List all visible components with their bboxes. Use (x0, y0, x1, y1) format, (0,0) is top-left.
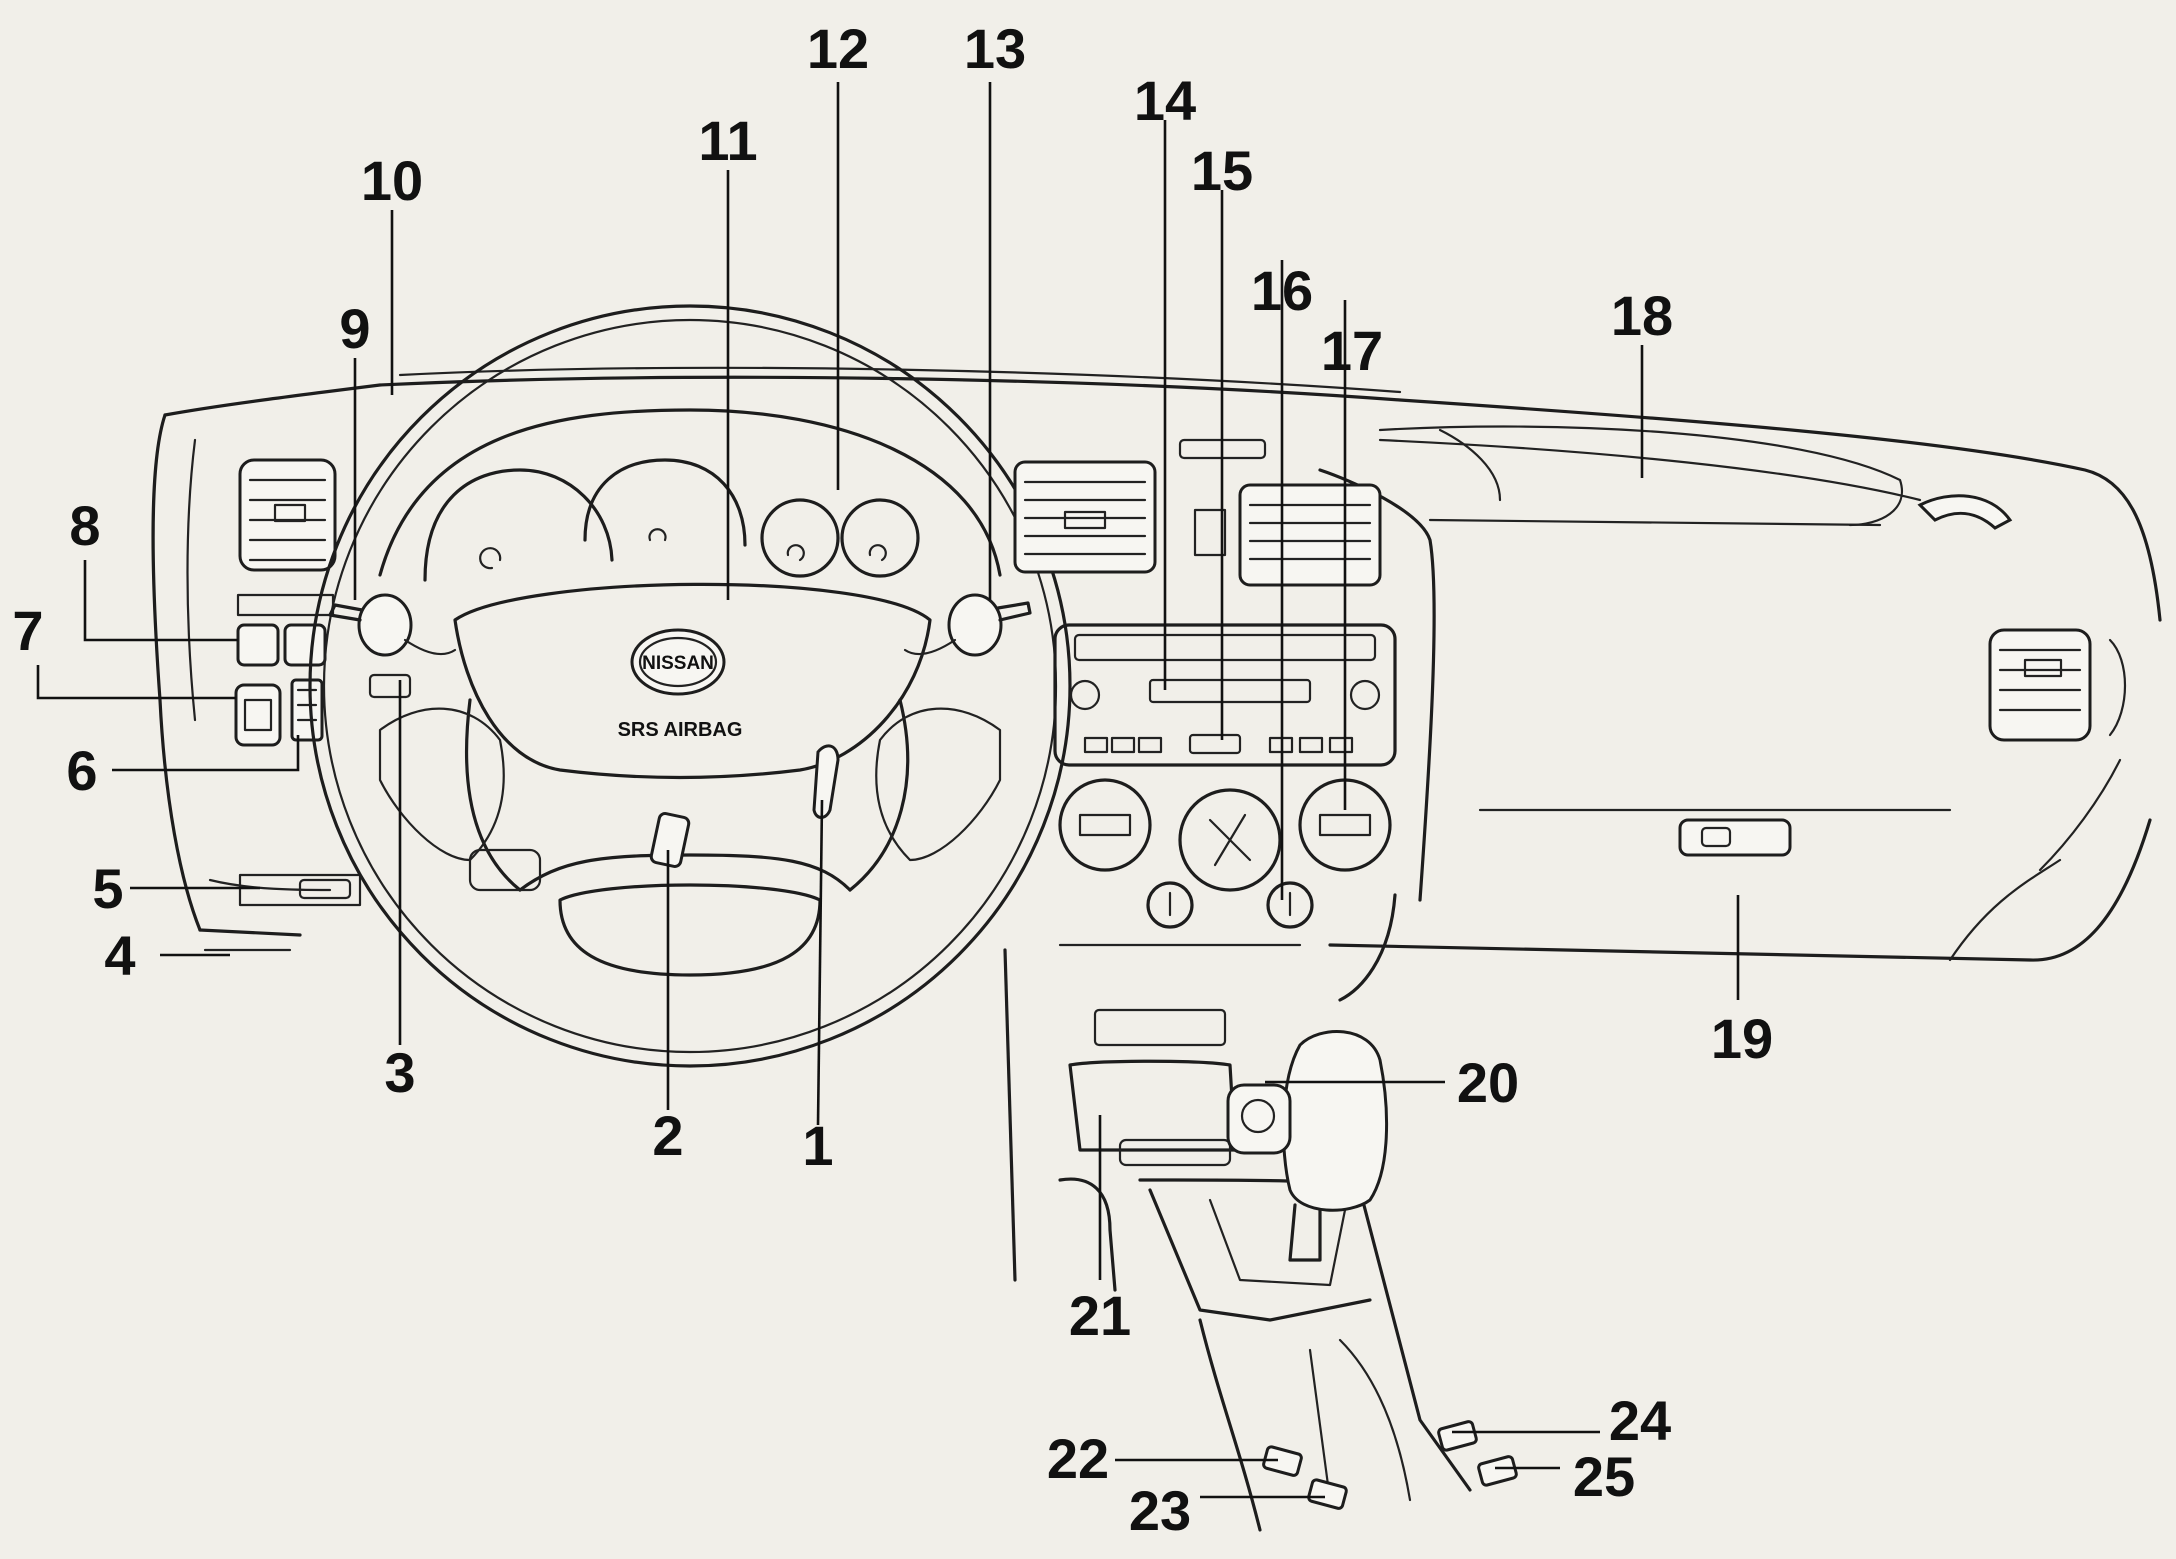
callout-4: 4 (104, 924, 135, 987)
center-stack (1003, 438, 1397, 1282)
callout-25: 25 (1573, 1445, 1635, 1508)
callout-9: 9 (339, 297, 370, 360)
left-column-stalk (328, 593, 457, 699)
leader-lines (36, 82, 1740, 1499)
passenger-side (1378, 425, 2126, 857)
window-switches (1262, 1420, 1518, 1510)
srs-airbag-label: SRS AIRBAG (618, 719, 743, 741)
callout-13: 13 (964, 17, 1026, 80)
callout-19: 19 (1711, 1007, 1773, 1070)
callout-1: 1 (802, 1114, 833, 1177)
left-switch-panel (234, 593, 335, 747)
callout-20: 20 (1457, 1051, 1519, 1114)
callout-2: 2 (652, 1104, 683, 1167)
callout-21: 21 (1069, 1284, 1131, 1347)
callout-15: 15 (1191, 139, 1253, 202)
callout-24: 24 (1609, 1389, 1671, 1452)
callout-11: 11 (698, 109, 757, 172)
callout-17: 17 (1321, 319, 1383, 382)
callout-3: 3 (384, 1041, 415, 1104)
callout-6: 6 (66, 739, 97, 802)
center-console (1058, 1030, 1518, 1532)
callout-14: 14 (1134, 69, 1196, 132)
callout-16: 16 (1251, 259, 1313, 322)
gauge-cluster (423, 458, 920, 582)
climate-controls (1058, 778, 1392, 929)
callout-23: 23 (1129, 1479, 1191, 1542)
callout-5: 5 (92, 857, 123, 920)
lower-left-panel (238, 873, 362, 907)
callout-numbers: 1 2 3 4 5 6 7 8 9 10 11 12 13 14 15 16 1… (12, 17, 1773, 1542)
callout-22: 22 (1047, 1427, 1109, 1490)
callout-10: 10 (361, 149, 423, 212)
dashboard-outline (151, 366, 2162, 962)
steering-wheel: NISSAN SRS AIRBAG (308, 304, 1072, 1068)
left-air-vent (238, 458, 337, 572)
right-column-stalk (903, 593, 1032, 657)
radio-unit (1053, 623, 1397, 767)
callout-8: 8 (69, 494, 100, 557)
nissan-logo-text: NISSAN (642, 653, 714, 674)
callout-12: 12 (807, 17, 869, 80)
callout-18: 18 (1611, 284, 1673, 347)
callout-7: 7 (12, 599, 43, 662)
